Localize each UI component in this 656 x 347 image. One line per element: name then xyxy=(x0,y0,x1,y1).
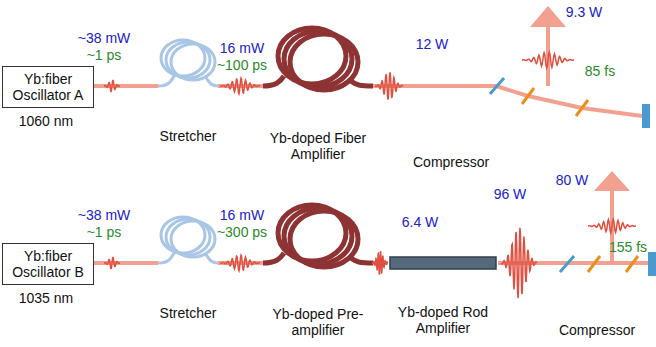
beam-line xyxy=(94,84,158,88)
component-label: Yb-doped Pre-amplifier xyxy=(266,306,370,338)
power-label: 9.3 W xyxy=(566,4,603,20)
oscillator-box: Yb:fiber Oscillator B xyxy=(2,243,94,285)
stretcher: Stretcher xyxy=(158,205,218,323)
duration-label: ~1 ps xyxy=(87,224,122,240)
power-label: ~38 mW xyxy=(78,207,131,223)
amplifier-fiber xyxy=(263,205,373,267)
duration-label: ~300 ps xyxy=(217,224,267,240)
stretcher: Stretcher xyxy=(158,28,218,146)
stretcher-fiber xyxy=(158,40,218,86)
stretcher-fiber xyxy=(158,217,218,263)
pulse xyxy=(522,52,574,68)
compressor: Compressor xyxy=(405,76,630,172)
rod-amplifier xyxy=(390,257,496,269)
power-label: ~38 mW xyxy=(78,30,131,46)
duration-label: ~100 ps xyxy=(217,57,267,73)
compressor-optics xyxy=(540,171,656,276)
pulse xyxy=(220,78,260,94)
component-label: Yb-doped Rod Amplifier xyxy=(391,304,495,336)
power-label: 16 mW xyxy=(220,207,264,223)
pulse xyxy=(501,228,537,298)
duration-label: 85 fs xyxy=(585,63,615,79)
duration-label: ~1 ps xyxy=(87,47,122,63)
component-label: Yb:fiber Oscillator A xyxy=(6,71,90,103)
pulse xyxy=(104,80,120,91)
pulse xyxy=(220,255,260,271)
pulse xyxy=(588,219,636,233)
component-label: Stretcher xyxy=(160,128,217,144)
pre-amplifier: Yb-doped Pre-amplifier xyxy=(263,200,373,340)
power-label: 6.4 W xyxy=(402,214,439,230)
fiber-amplifier: Yb-doped Fiber Amplifier xyxy=(263,22,373,164)
rod-amplifier: Yb-doped Rod Amplifier xyxy=(388,250,498,338)
component-label: Compressor xyxy=(559,322,635,338)
compressor-optics xyxy=(405,6,650,128)
power-label: 80 W xyxy=(556,172,589,188)
compressor: Compressor xyxy=(540,250,654,340)
component-label: Yb:fiber Oscillator B xyxy=(6,248,90,280)
wavelength-label: 1060 nm xyxy=(19,113,73,129)
component-label: Stretcher xyxy=(160,305,217,321)
power-label: 16 mW xyxy=(220,40,264,56)
power-label: 96 W xyxy=(494,186,527,202)
pulse xyxy=(372,251,388,274)
amplifier-fiber xyxy=(263,28,373,90)
duration-label: 155 fs xyxy=(609,239,647,255)
pulse xyxy=(104,257,120,268)
pulse xyxy=(375,72,403,99)
power-label: 12 W xyxy=(416,36,449,52)
wavelength-label: 1035 nm xyxy=(19,290,73,306)
oscillator-box: Yb:fiber Oscillator A xyxy=(2,66,94,108)
beam-line xyxy=(94,261,158,265)
component-label: Yb-doped Fiber Amplifier xyxy=(266,130,370,162)
component-label: Compressor xyxy=(413,154,489,170)
